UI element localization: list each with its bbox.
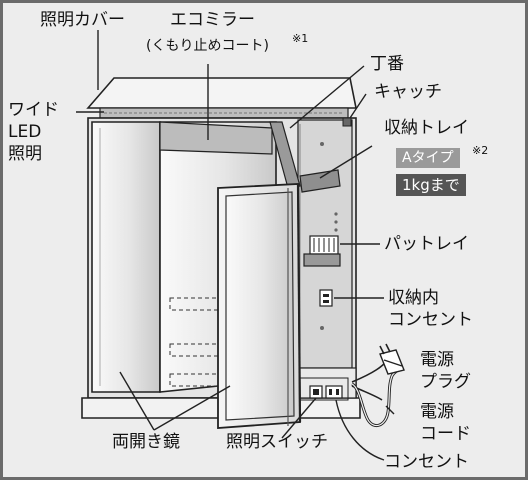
label-hinge: 丁番 [370, 54, 404, 74]
label-eco-mirror: エコミラー [170, 10, 255, 30]
leader-lines [76, 30, 403, 461]
inner-outlet [319, 289, 333, 307]
hinge-bar [269, 121, 301, 189]
label-led: LED [8, 122, 42, 142]
label-wide: ワイド [8, 100, 59, 120]
power-cord [351, 361, 387, 401]
catch [342, 117, 352, 127]
label-lighting: 照明 [8, 144, 42, 164]
label-pat-tray: パットレイ [384, 234, 469, 254]
label-inner-outlet-1: 収納内 [388, 288, 439, 308]
label-storage-tray: 収納トレイ [384, 118, 469, 138]
bottom-outlet [325, 385, 343, 399]
label-inner-outlet-2: コンセント [388, 310, 473, 330]
note-1: ※1 [292, 32, 309, 45]
label-eco-mirror-note: (くもり止めコート) [146, 38, 269, 54]
label-outlet: コンセント [384, 452, 469, 472]
storage-tray [299, 169, 341, 193]
note-2: ※2 [472, 144, 489, 157]
label-double-mirror: 両開き鏡 [112, 432, 180, 452]
label-power-plug-2: プラグ [420, 372, 471, 392]
label-light-switch: 照明スイッチ [226, 432, 328, 452]
label-lighting-cover: 照明カバー [40, 10, 125, 30]
label-power-cord-1: 電源 [420, 402, 454, 422]
badge-type-a: Aタイプ [396, 148, 460, 168]
power-plug [379, 343, 405, 375]
light-switch [309, 385, 323, 399]
left-mirror [91, 121, 161, 393]
label-catch: キャッチ [374, 82, 442, 102]
pat-tray [303, 235, 341, 267]
label-power-cord-2: コード [420, 424, 471, 444]
label-power-plug-1: 電源 [420, 350, 454, 370]
badge-capacity: 1kgまで [396, 174, 466, 196]
light-cover [86, 77, 357, 109]
